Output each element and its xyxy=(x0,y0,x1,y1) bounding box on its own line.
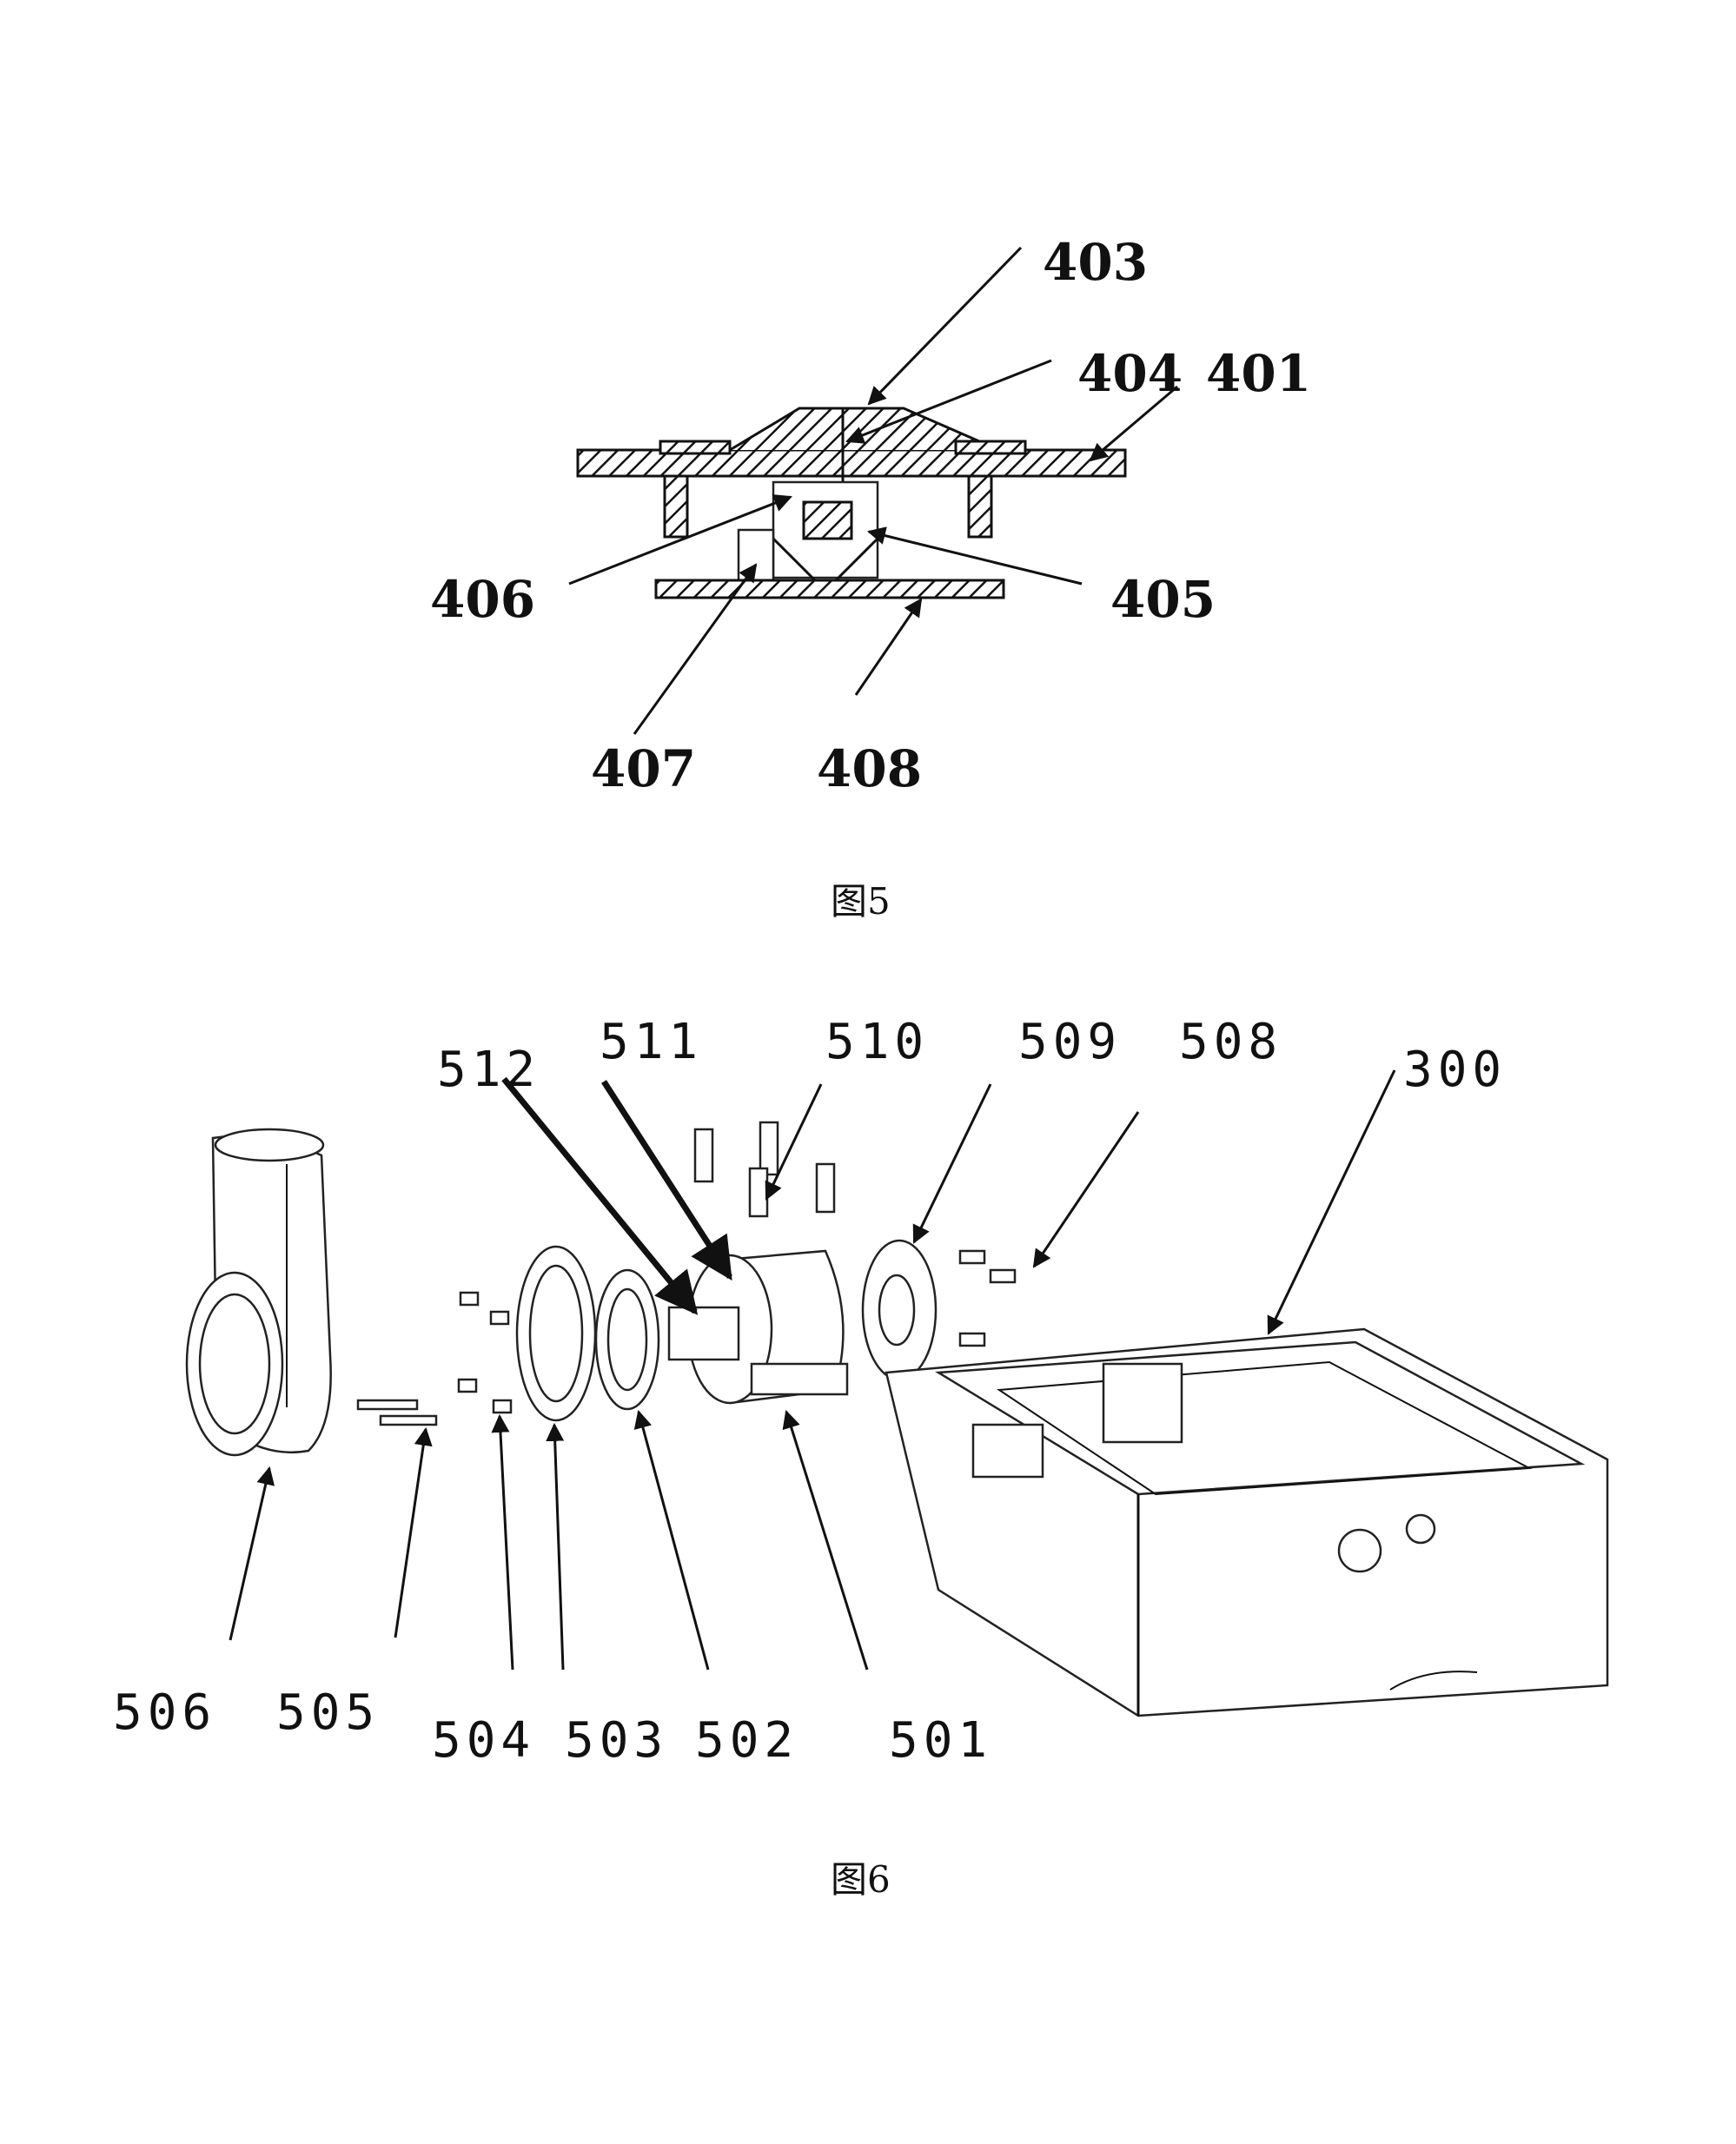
label-503: 503 xyxy=(565,1712,668,1769)
fig6-exploded-view xyxy=(185,1069,1609,1717)
leader-512 xyxy=(501,1076,699,1315)
part-501-shape xyxy=(667,1249,849,1405)
leader-509 xyxy=(912,1083,992,1244)
label-508: 508 xyxy=(1179,1014,1282,1070)
part-505-shape xyxy=(356,1399,438,1426)
leader-401 xyxy=(1089,385,1178,462)
leader-511 xyxy=(601,1080,732,1281)
part-504-shape xyxy=(457,1291,513,1414)
part-508-shape xyxy=(958,1249,1017,1347)
leader-505 xyxy=(394,1426,433,1638)
leader-405 xyxy=(866,526,1083,586)
bolt-left-shape xyxy=(663,474,689,539)
label-300: 300 xyxy=(1403,1042,1507,1098)
leader-403 xyxy=(867,246,1023,406)
flange-left xyxy=(659,440,732,455)
label-401: 401 xyxy=(1206,344,1311,403)
label-511: 511 xyxy=(600,1014,703,1070)
motor-core-shape xyxy=(802,500,853,540)
figure-6: 512 511 510 509 508 300 506 505 504 503 … xyxy=(113,1014,1609,1901)
label-505: 505 xyxy=(276,1684,380,1741)
leader-508 xyxy=(1032,1111,1140,1268)
leader-501 xyxy=(782,1409,869,1671)
label-501: 501 xyxy=(889,1712,992,1769)
leader-510 xyxy=(765,1083,823,1201)
part-502-shape xyxy=(594,1268,660,1411)
label-405: 405 xyxy=(1110,570,1216,629)
leader-503 xyxy=(546,1422,565,1671)
label-509: 509 xyxy=(1018,1014,1122,1070)
caption-fig6: 图6 xyxy=(831,1858,891,1901)
figure-5: 403 404 401 406 405 407 408 图5 xyxy=(430,233,1311,923)
part-300-shape xyxy=(885,1327,1609,1717)
flange-right xyxy=(954,440,1027,455)
part-506-shape xyxy=(185,1128,332,1457)
fig5-assembly-drawing xyxy=(568,246,1178,735)
leader-404 xyxy=(845,359,1052,444)
part-509-shape xyxy=(861,1239,938,1381)
base-408-shape xyxy=(654,579,1005,599)
label-407: 407 xyxy=(591,739,696,798)
leader-407 xyxy=(633,563,758,735)
leader-502 xyxy=(633,1409,710,1671)
label-502: 502 xyxy=(695,1712,798,1769)
label-406: 406 xyxy=(430,570,535,629)
leader-406 xyxy=(568,494,792,586)
label-504: 504 xyxy=(432,1712,535,1769)
leader-300 xyxy=(1267,1069,1396,1335)
label-510: 510 xyxy=(825,1014,929,1070)
label-404: 404 xyxy=(1077,344,1183,403)
leader-506 xyxy=(229,1466,275,1641)
label-512: 512 xyxy=(437,1042,540,1098)
bolt-right-shape xyxy=(967,474,993,539)
part-503-shape xyxy=(515,1245,597,1422)
leader-408 xyxy=(854,598,923,696)
caption-fig5: 图5 xyxy=(831,880,891,923)
label-408: 408 xyxy=(817,739,922,798)
leader-504 xyxy=(491,1413,514,1671)
label-403: 403 xyxy=(1043,233,1148,292)
label-506: 506 xyxy=(113,1684,216,1741)
part-510-shape xyxy=(693,1121,836,1218)
